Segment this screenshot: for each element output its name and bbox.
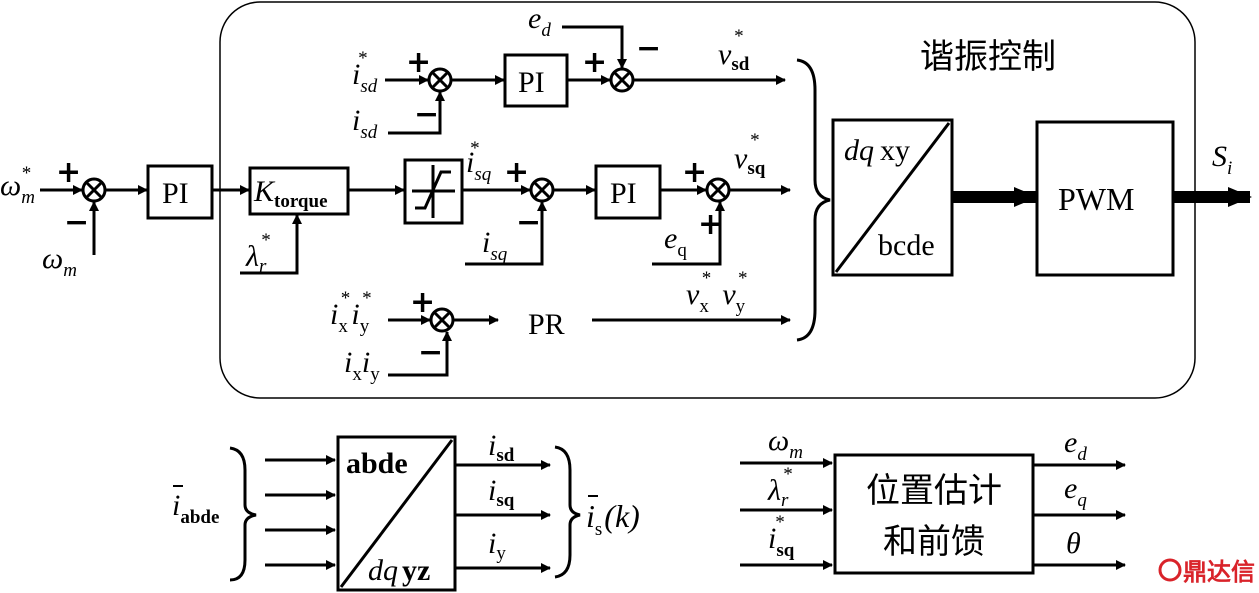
minus-sign: −: [418, 335, 443, 370]
estimator-label-line2: 和前馈: [883, 522, 985, 562]
e-d-label: ed: [528, 2, 551, 41]
q-feedback-arrow: [465, 201, 547, 266]
k-torque-label: Ktorque: [253, 175, 328, 212]
flux-ref-arrow: [240, 214, 302, 275]
v-xy-ref-label: vx*vy*: [686, 268, 747, 317]
speed-summer: [81, 177, 107, 203]
watermark-logo: 鼎达信: [1158, 558, 1255, 586]
omega-m-ref-label: ωm*: [0, 163, 35, 208]
right-brace-small: [554, 445, 581, 579]
i-sq-input-label: isq*: [768, 512, 795, 561]
saturation-block: [403, 158, 464, 225]
pwm-label: PWM: [1058, 181, 1134, 217]
minus-sign: −: [414, 97, 439, 132]
q-current-summer: [529, 177, 555, 203]
lambda-r-input-label: λr*: [767, 464, 792, 511]
i-sq-out-label: isq: [488, 474, 515, 511]
i-sd-label: isd: [352, 104, 378, 143]
d-pi-label: PI: [518, 66, 545, 99]
i-sq-label: isq: [482, 226, 508, 265]
position-estimator-block: [833, 453, 1035, 575]
plus-sign: +: [56, 155, 81, 190]
svg-text:鼎达信: 鼎达信: [1183, 558, 1255, 586]
speed-pi-block: [146, 164, 214, 220]
plus-sign: +: [504, 155, 529, 190]
i-sq-ref-label: isq*: [466, 138, 492, 185]
theta-output-label: θ: [1066, 527, 1081, 560]
xy-current-summer: [429, 307, 455, 333]
lambda-r-ref-label: λr*: [245, 230, 270, 277]
q-ff-summer: [705, 177, 731, 203]
i-sd-ref-label: isd*: [352, 48, 378, 97]
e-q-output-label: eq: [1064, 472, 1087, 511]
d-feedback-arrow: [388, 91, 445, 135]
left-brace: [229, 446, 257, 582]
i-s-k-label: is(k): [586, 498, 640, 540]
omega-m-label: ωm: [42, 242, 77, 281]
omega-m-input-label: ωm: [768, 424, 803, 463]
q-pi-block: [594, 164, 662, 220]
abc-top-label: abde: [346, 447, 408, 480]
k-torque-block: [248, 166, 350, 216]
i-xy-label: ixiy: [344, 346, 380, 385]
minus-sign: −: [516, 205, 541, 240]
i-y-out-label: iy: [488, 527, 506, 564]
plus-sign: +: [682, 155, 707, 190]
eq-ff-arrow: [652, 201, 725, 266]
pr-controller-label: PR: [528, 308, 565, 341]
dq-to-bcde-transform-block: [831, 118, 954, 277]
d-current-summer: [427, 67, 453, 93]
transform-bottom-label: bcde: [878, 229, 935, 262]
estimator-label-line1: 位置估计: [866, 471, 1002, 511]
q-pi-label: PI: [610, 177, 637, 210]
v-sq-ref-label: vsq*: [734, 130, 766, 179]
e-q-label: eq: [664, 222, 687, 261]
plus-sign: +: [406, 45, 431, 80]
e-d-output-label: ed: [1064, 426, 1087, 465]
right-brace: [796, 58, 831, 342]
minus-sign: −: [64, 205, 89, 240]
i-abde-label: iabde: [172, 489, 219, 528]
minus-sign: −: [636, 31, 661, 66]
d-ff-summer: [609, 67, 635, 93]
v-sd-ref-label: vsd*: [718, 26, 750, 75]
i-sd-out-label: isd: [488, 429, 515, 466]
xy-feedback-arrow: [388, 331, 452, 377]
ed-ff-arrow: [562, 25, 627, 69]
pwm-block: [1035, 120, 1175, 277]
plus-sign: +: [582, 45, 607, 80]
abde-to-dq-transform-block: [336, 435, 457, 592]
i-xy-ref-label: ix*iy*: [330, 288, 371, 337]
speed-pi-label: PI: [162, 177, 189, 210]
s-i-label: Si: [1212, 140, 1232, 179]
resonant-control-title: 谐振控制: [920, 37, 1056, 77]
